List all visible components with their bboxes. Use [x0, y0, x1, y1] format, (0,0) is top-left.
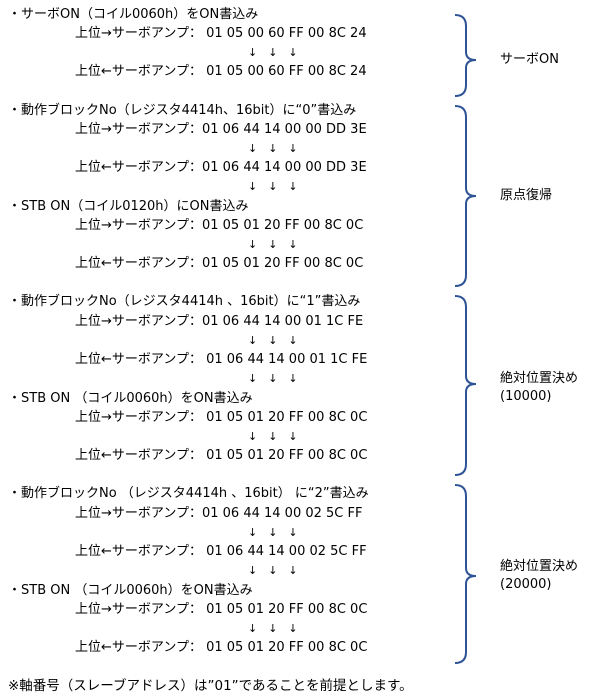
section-2-cmd-reply-2: 上位←サーボアンプ：01 05 01 20 FF 00 8C 0C	[75, 256, 364, 271]
section-4-cmd-send-1: 上位→サーボアンプ：01 06 44 14 00 02 5C FF	[75, 506, 363, 521]
section-3-cmd-reply-1: 上位←サーボアンプ： 01 06 44 14 00 01 1C FE	[75, 352, 368, 367]
section-2-cmd-reply-1: 上位←サーボアンプ：01 06 44 14 00 00 DD 3E	[75, 160, 367, 175]
bracket-home-return	[454, 105, 477, 287]
section-2-cmd-send-1: 上位→サーボアンプ：01 06 44 14 00 00 DD 3E	[75, 122, 367, 137]
section-3-arrows-1: ↓ ↓ ↓	[248, 334, 298, 347]
section-4-title-2: ・STB ON （コイル0060h）をON書込み	[8, 583, 253, 598]
section-3-arrows-2: ↓ ↓ ↓	[248, 372, 298, 385]
bracket-servo-on	[454, 14, 477, 97]
section-1-title: ・サーボON（コイル0060h）をON書込み	[8, 7, 259, 22]
section-2-title-2: ・STB ON（コイル0120h）にON書込み	[8, 199, 249, 214]
section-2-label: 原点復帰	[500, 188, 553, 203]
bracket-abs-pos-20000	[454, 484, 477, 664]
section-3-title-2: ・STB ON （コイル0060h）をON書込み	[8, 391, 253, 406]
section-3-arrows-3: ↓ ↓ ↓	[248, 430, 298, 443]
section-1-arrows: ↓ ↓ ↓	[248, 46, 298, 59]
section-4-cmd-send-2: 上位→サーボアンプ： 01 05 01 20 FF 00 8C 0C	[75, 602, 368, 617]
section-4-arrows-3: ↓ ↓ ↓	[248, 622, 298, 635]
section-4-cmd-reply-2: 上位←サーボアンプ： 01 05 01 20 FF 00 8C 0C	[75, 640, 368, 655]
footnote: ※軸番号（スレーブアドレス）は”01”であることを前提とします。	[8, 678, 413, 694]
section-4-label: 絶対位置決め (20000)	[500, 559, 579, 592]
section-4-arrows-1: ↓ ↓ ↓	[248, 526, 298, 539]
section-3-cmd-send-2: 上位→サーボアンプ： 01 05 01 20 FF 00 8C 0C	[75, 410, 368, 425]
section-3-label: 絶対位置決め (10000)	[500, 371, 579, 404]
section-3-title-1: ・動作ブロックNo（レジスタ4414h 、16bit）に“1”書込み	[8, 294, 361, 309]
section-1-label: サーボON	[500, 52, 559, 67]
section-4-arrows-2: ↓ ↓ ↓	[248, 564, 298, 577]
section-2-cmd-send-2: 上位→サーボアンプ：01 05 01 20 FF 00 8C 0C	[75, 218, 364, 233]
section-3-cmd-send-1: 上位→サーボアンプ：01 06 44 14 00 01 1C FE	[75, 314, 364, 329]
section-4-title-1: ・動作ブロックNo （レジスタ4414h 、16bit） に“2”書込み	[8, 486, 369, 501]
section-3-cmd-reply-2: 上位←サーボアンプ： 01 05 01 20 FF 00 8C 0C	[75, 448, 368, 463]
section-1-cmd-send: 上位→サーボアンプ： 01 05 00 60 FF 00 8C 24	[75, 26, 367, 41]
section-1-cmd-reply: 上位←サーボアンプ： 01 05 00 60 FF 00 8C 24	[75, 64, 367, 79]
bracket-abs-pos-10000	[454, 295, 477, 476]
section-2-arrows-2: ↓ ↓ ↓	[248, 180, 298, 193]
section-2-arrows-3: ↓ ↓ ↓	[248, 238, 298, 251]
section-2-arrows-1: ↓ ↓ ↓	[248, 142, 298, 155]
section-2-title-1: ・動作ブロックNo（レジスタ4414h、16bit）に“0”書込み	[8, 103, 357, 118]
section-4-cmd-reply-1: 上位←サーボアンプ： 01 06 44 14 00 02 5C FF	[75, 544, 367, 559]
